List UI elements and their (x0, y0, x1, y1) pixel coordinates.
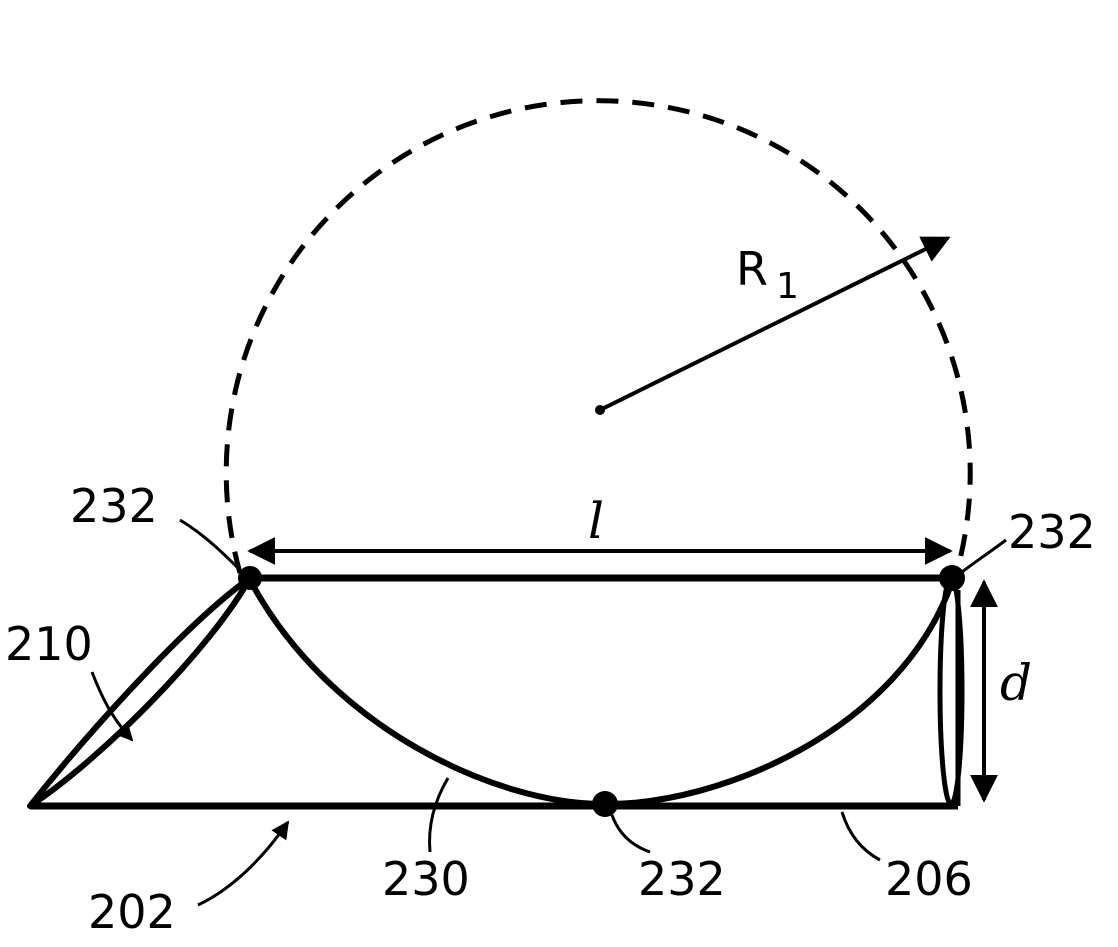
left-lens-shape-210 (27, 575, 253, 809)
leader-206 (840, 811, 881, 862)
leader-202 (197, 820, 290, 907)
depth-label: d (1000, 654, 1032, 712)
node-232-bottom (592, 791, 618, 817)
arc-230 (247, 578, 955, 808)
dashed-circle-r1 (223, 98, 973, 579)
ref-232-top-right-label: 232 (1008, 505, 1096, 559)
ref-230-label: 230 (382, 852, 470, 906)
leader-230 (428, 777, 450, 853)
radius-arrow (599, 236, 951, 412)
ref-232-bottom-label: 232 (638, 852, 726, 906)
ref-232-top-left-label: 232 (70, 479, 158, 533)
leader-232-bottom (610, 814, 651, 854)
ref-206-label: 206 (885, 852, 973, 906)
leader-232-top-left (179, 518, 244, 574)
leader-210 (90, 671, 134, 742)
ref-202-label: 202 (88, 885, 176, 939)
node-232-top-left (238, 566, 262, 590)
node-232-top-right (939, 565, 965, 591)
length-label: l (588, 492, 604, 550)
leader-232-top-right (961, 538, 1007, 574)
radius-label: R (736, 242, 768, 296)
ref-210-label: 210 (5, 617, 93, 671)
radius-subscript: 1 (776, 266, 799, 307)
